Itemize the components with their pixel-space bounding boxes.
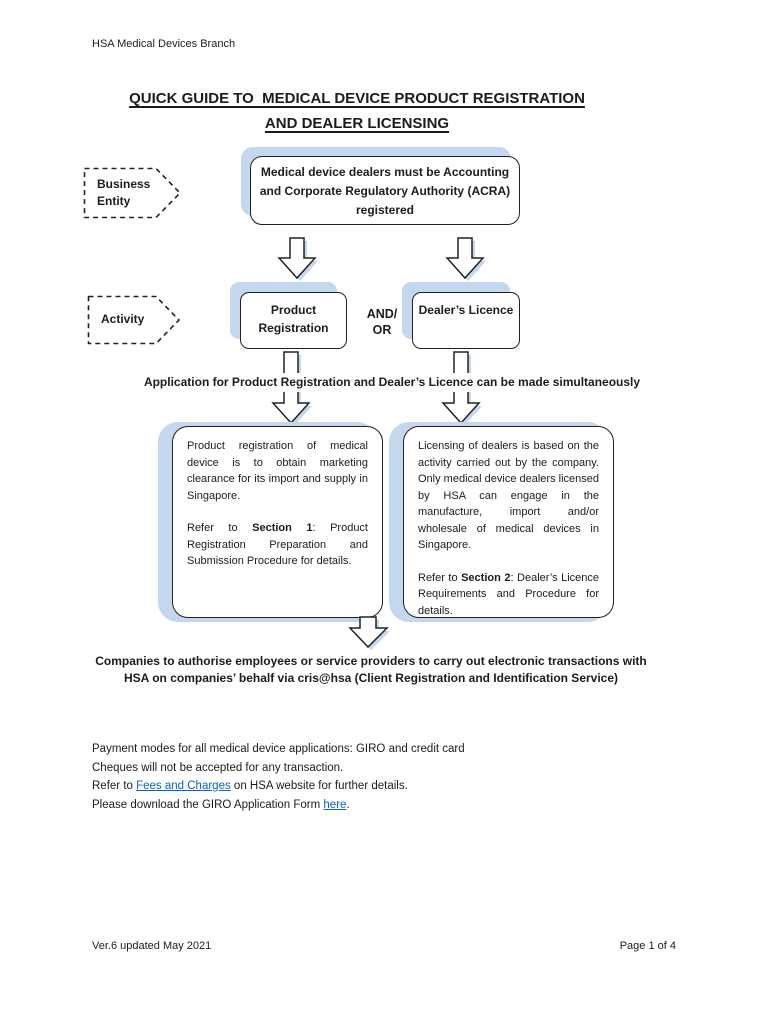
and-or-label: AND/ OR — [366, 307, 398, 337]
simultaneous-note: Application for Product Registration and… — [92, 373, 692, 392]
acra-requirement-box: Medical device dealers must be Accountin… — [250, 156, 520, 225]
business-entity-label: Business Entity — [97, 177, 151, 208]
page-title: QUICK GUIDE TO MEDICAL DEVICE PRODUCT RE… — [57, 86, 657, 136]
refer-post: : Dealer’s Licence Requirements and Proc… — [418, 571, 599, 617]
version-label: Ver.6 updated May 2021 — [92, 940, 212, 952]
payment-line-4: Please download the GIRO Application For… — [92, 796, 632, 815]
payment-line-2: Cheques will not be accepted for any tra… — [92, 761, 344, 774]
activity-label: Activity — [101, 312, 145, 326]
product-detail-refer: Refer to Section 1: Product Registration… — [187, 520, 368, 570]
product-registration-detail-box: Product registration of medical device i… — [172, 426, 383, 618]
line3-pre: Refer to — [92, 780, 137, 792]
down-arrow-icon — [445, 237, 486, 281]
refer-pre: Refer to — [418, 571, 462, 584]
page-number: Page 1 of 4 — [619, 940, 676, 952]
branch-header: HSA Medical Devices Branch — [92, 38, 236, 50]
page-title-line2: AND DEALER LICENSING — [264, 115, 450, 132]
section-2-ref: Section 2 — [461, 571, 511, 584]
business-entity-shape — [83, 167, 182, 219]
line4-post: . — [346, 798, 350, 811]
payment-line-1: Payment modes for all medical device app… — [92, 743, 465, 755]
page-title-line1: QUICK GUIDE TO MEDICAL DEVICE PRODUCT RE… — [129, 90, 585, 107]
giro-form-here-link[interactable]: here — [323, 798, 347, 811]
dealer-detail-body: Licensing of dealers is based on the act… — [418, 440, 599, 551]
section-1-ref: Section 1 — [252, 522, 313, 534]
dealer-licensing-detail-box: Licensing of dealers is based on the act… — [403, 426, 614, 618]
refer-post: : Product Registration Preparation and S… — [187, 522, 368, 567]
payment-info: Payment modes for all medical device app… — [92, 740, 632, 814]
line3-post: on HSA website for further details. — [230, 780, 408, 792]
dealer-detail-refer: Refer to Section 2: Dealer’s Licence Req… — [418, 570, 599, 620]
payment-line-3: Refer to Fees and Charges on HSA website… — [92, 777, 632, 796]
fees-and-charges-link[interactable]: Fees and Charges — [136, 780, 231, 792]
product-registration-box: Product Registration — [240, 292, 347, 349]
activity-shape — [87, 295, 181, 345]
line4-pre: Please download the GIRO Application For… — [92, 798, 324, 811]
down-arrow-icon — [348, 616, 390, 650]
down-arrow-icon — [277, 237, 318, 281]
product-detail-body: Product registration of medical device i… — [187, 440, 368, 502]
companies-authorisation-note: Companies to authorise employees or serv… — [95, 654, 647, 685]
refer-pre: Refer to — [187, 522, 253, 534]
dealers-licence-box: Dealer’s Licence — [412, 292, 520, 349]
